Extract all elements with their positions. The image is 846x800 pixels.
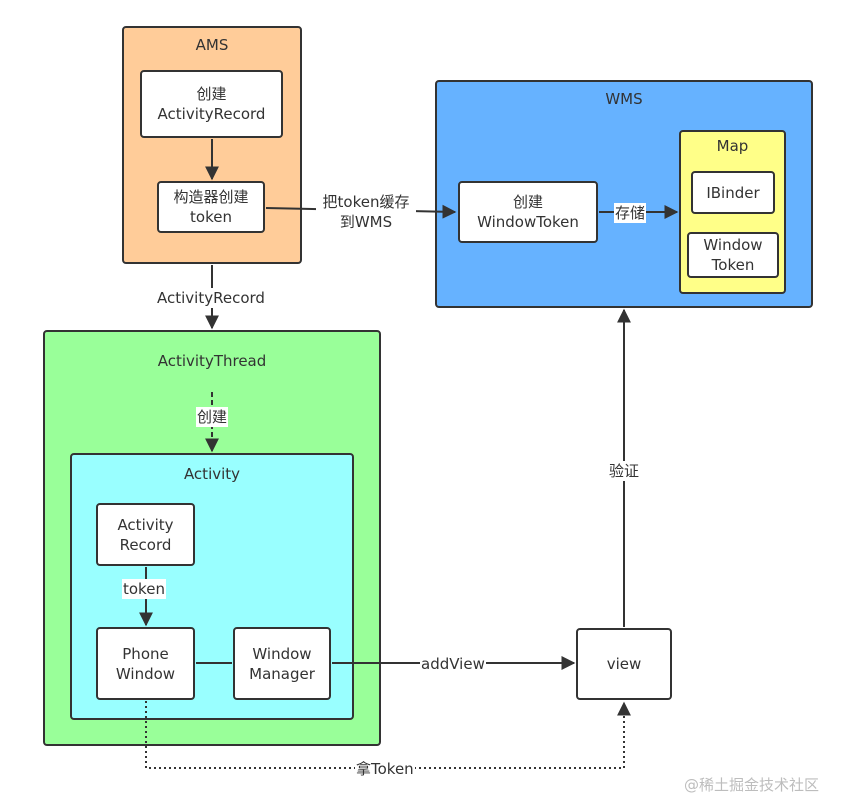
view-label: view — [606, 655, 642, 673]
window-manager-line2: Manager — [249, 664, 315, 683]
edge-label-store: 存储 — [614, 203, 647, 223]
window-token-line1: Window — [703, 236, 763, 254]
ibinder-node[interactable]: IBinder — [691, 171, 775, 214]
constructor-token-line1: 构造器创建 — [173, 188, 249, 206]
view-node[interactable]: view — [576, 628, 672, 700]
phone-window-node[interactable]: Phone Window — [96, 627, 195, 700]
activity-title: Activity — [183, 465, 241, 483]
create-window-token-line2: WindowToken — [477, 213, 579, 231]
edge-label-cache-line2: 到WMS — [339, 213, 393, 231]
create-activity-record-line1: 创建 — [196, 85, 227, 103]
edge-label-cache-line1: 把token缓存 — [322, 193, 410, 211]
edge-label-take-token: 拿Token — [355, 759, 415, 779]
create-activity-record-node[interactable]: 创建 ActivityRecord — [140, 70, 283, 138]
create-window-token-line1: 创建 — [512, 193, 543, 211]
window-manager-node[interactable]: Window Manager — [233, 627, 331, 700]
ibinder-label: IBinder — [706, 183, 760, 202]
create-activity-record-line2: ActivityRecord — [157, 105, 266, 123]
edge-label-activity-record: ActivityRecord — [156, 288, 266, 308]
activity-record-line2: Record — [119, 535, 172, 554]
window-token-node[interactable]: Window Token — [687, 232, 779, 278]
activity-record-node[interactable]: Activity Record — [96, 503, 195, 566]
edge-label-add-view: addView — [420, 654, 486, 674]
window-manager-line1: Window — [252, 644, 312, 663]
edge-label-token: token — [122, 579, 166, 599]
ams-title: AMS — [195, 36, 229, 54]
create-window-token-node[interactable]: 创建 WindowToken — [458, 181, 598, 243]
edge-label-create: 创建 — [196, 407, 229, 427]
constructor-token-line2: token — [190, 208, 232, 226]
edge-take-token — [145, 701, 631, 769]
wms-title: WMS — [605, 90, 643, 108]
edge-label-verify: 验证 — [608, 461, 641, 481]
map-title: Map — [716, 137, 749, 155]
activity-record-line1: Activity — [117, 515, 174, 534]
phone-window-line1: Phone — [122, 644, 169, 663]
phone-window-line2: Window — [115, 664, 176, 683]
window-token-line2: Token — [711, 256, 755, 274]
activity-thread-title: ActivityThread — [157, 352, 267, 370]
watermark: @稀土掘金技术社区 — [684, 776, 820, 794]
constructor-token-node[interactable]: 构造器创建 token — [157, 181, 265, 233]
edge-label-cache-token: 把token缓存 到WMS — [316, 192, 416, 232]
